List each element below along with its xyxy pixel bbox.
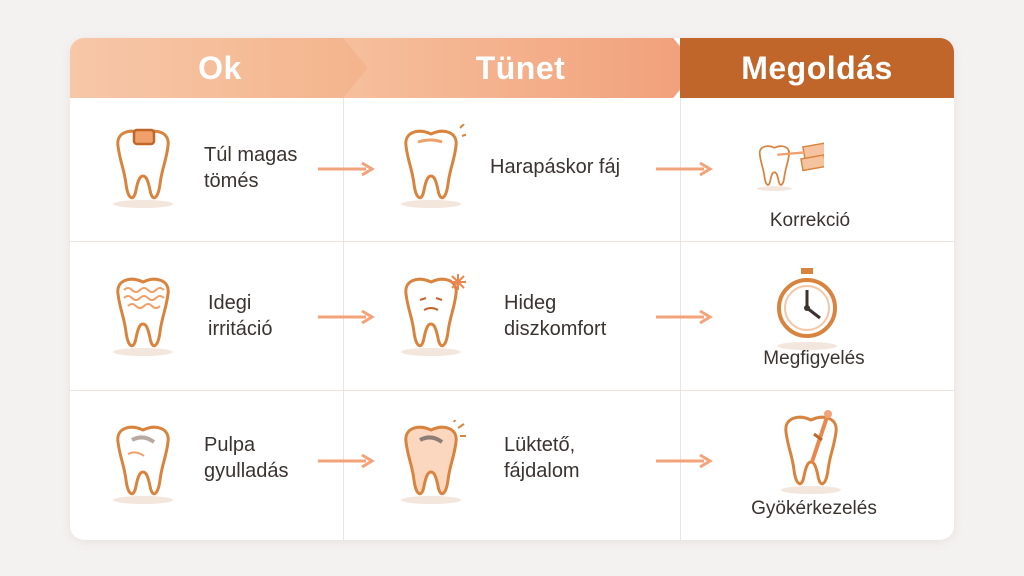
cause-text-line: Idegi [208, 292, 252, 314]
cause-label-3: Pulpa gyulladás [204, 432, 289, 484]
tooth-throbbing-icon [401, 420, 466, 504]
symptom-label-2: Hideg diszkomfort [504, 290, 606, 342]
arrow-right-icon [318, 310, 375, 324]
cause-label-2: Idegi irritáció [208, 290, 272, 342]
header-tunet: Tünet [343, 38, 698, 98]
arrow-right-icon [318, 454, 375, 468]
symptom-text-line: Harapáskor fáj [490, 156, 621, 178]
arrow-right-icon [656, 454, 713, 468]
cause-text-line: irritáció [208, 318, 273, 340]
symptom-label-3: Lüktető, fájdalom [504, 432, 580, 484]
symptom-text-line: fájdalom [504, 460, 580, 482]
symptom-text-line: diszkomfort [504, 318, 607, 340]
stopwatch-icon [777, 268, 837, 350]
row-divider [70, 241, 954, 242]
header-megoldas: Megoldás [680, 38, 954, 98]
row-divider [70, 390, 954, 391]
tooth-pain-icon [401, 124, 466, 208]
column-divider [680, 98, 681, 540]
tooth-filling-icon [113, 128, 173, 208]
tooth-cold-icon [401, 274, 466, 356]
cause-text-line: gyulladás [204, 460, 289, 482]
tooth-root-canal-icon [781, 410, 841, 494]
column-divider [343, 98, 344, 540]
tooth-correction-icon [756, 142, 824, 191]
cause-label-1: Túl magas tömés [204, 142, 297, 194]
cause-text-line: Pulpa [204, 434, 256, 456]
tooth-nerve-icon [113, 277, 173, 356]
symptom-label-1: Harapáskor fáj [490, 154, 620, 180]
solution-label-1: Korrekció [769, 210, 851, 231]
solution-label-3: Gyökérkezelés [751, 498, 877, 519]
solution-label-2: Megfigyelés [763, 348, 865, 369]
cause-text-line: tömés [204, 170, 259, 192]
arrow-right-icon [656, 162, 713, 176]
symptom-text-line: Lüktető, [504, 434, 576, 456]
diagram-board: Ok Tünet Megoldás Túl magas tömés Harapá… [70, 38, 954, 540]
symptom-text-line: Hideg [504, 292, 557, 314]
header-ok: Ok [70, 38, 370, 98]
arrow-right-icon [318, 162, 375, 176]
arrow-right-icon [656, 310, 713, 324]
cause-text-line: Túl magas [204, 144, 298, 166]
tooth-inflamed-icon [113, 425, 173, 504]
